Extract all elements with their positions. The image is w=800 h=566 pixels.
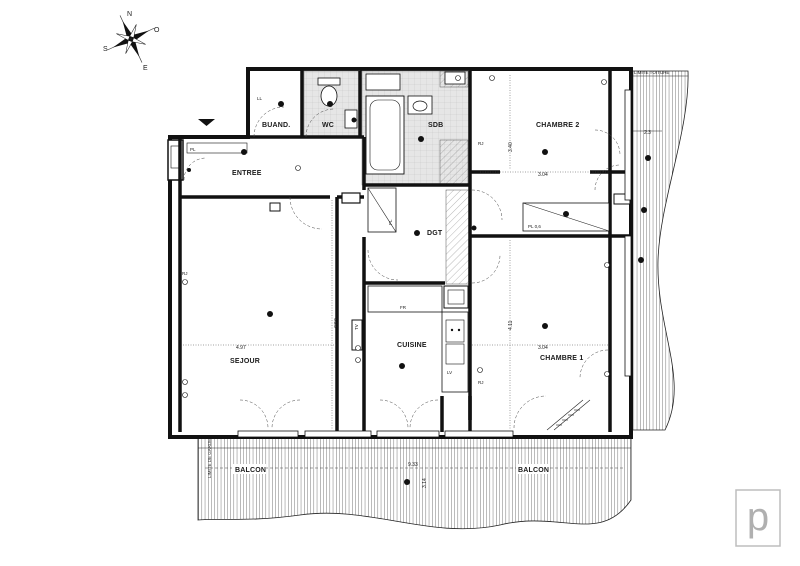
roof-limit-label: LIMITE TOITURE [634, 70, 669, 75]
placard-dgt-label: PL [388, 219, 393, 225]
balcony-width-dim: 9.33 [408, 462, 418, 468]
compass-west: O [154, 27, 160, 34]
electrical-sockets [182, 75, 610, 398]
placard-entree-label: PL [190, 147, 196, 152]
sejour-height-dim: 6.23 [332, 318, 338, 328]
balcony-left-label: BALCON [235, 467, 266, 474]
room-cuisine: CUISINE [397, 342, 427, 349]
duct-sdb [439, 139, 469, 186]
tv-label: TV [354, 324, 359, 330]
apartment-outline [168, 67, 633, 439]
kitchen-counter [367, 285, 469, 393]
placard-chambre2-label: PL 0,6 [528, 224, 541, 229]
room-wc: WC [322, 122, 334, 129]
light-points [187, 101, 651, 369]
compass-south: S [103, 46, 108, 53]
guardrail-limit-label: LIMITE DE GARDE CORPS [207, 421, 212, 478]
chambre1-height-dim: 4.11 [508, 320, 514, 330]
washbasin-icon [407, 95, 433, 115]
wc-handbasin [344, 109, 358, 129]
kitchen-fridge-label: FR [400, 305, 407, 310]
room-dgt: DGT [427, 230, 443, 237]
facade-windows [237, 89, 632, 438]
kitchen-lv-label: LV [447, 370, 452, 375]
compass-rose-icon [107, 15, 155, 63]
terrace-width-dim: 2.3 [644, 130, 651, 136]
ll-label: LL [257, 96, 263, 101]
chambre2-height-dim: 3.40 [508, 142, 514, 152]
balcony-right-label: BALCON [518, 467, 549, 474]
room-sejour: SEJOUR [230, 358, 260, 365]
room-entree: ENTREE [232, 170, 262, 177]
rj-sejour-label: RJ [182, 271, 188, 276]
brand-logo: p [735, 489, 781, 547]
chambre1-width-dim: 3.04 [538, 345, 548, 351]
rj-chambre2-label: RJ [478, 141, 484, 146]
toilet-icon [317, 77, 341, 107]
duct-dgt [445, 189, 471, 285]
room-chambre-1: CHAMBRE 1 [540, 355, 583, 362]
room-chambre-2: CHAMBRE 2 [536, 122, 579, 129]
entrance-arrow-icon [198, 119, 215, 126]
sdb-cabinet [444, 71, 466, 85]
balcony [197, 437, 632, 530]
bathtub-icon [365, 95, 405, 175]
balcony-depth-dim: 3.14 [422, 478, 428, 488]
rj-chambre1-label: RJ [478, 380, 484, 385]
sdb-towel-rack [365, 73, 401, 91]
chambre2-width-dim: 3.04 [538, 172, 548, 178]
terrace-right [630, 70, 689, 431]
room-sdb: SDB [428, 122, 443, 129]
room-buanderie: BUAND. [262, 122, 290, 129]
sejour-width-dim: 4.97 [236, 345, 246, 351]
compass-east: E [143, 65, 148, 72]
compass-north: N [127, 11, 132, 18]
door-swings [183, 106, 621, 429]
interior-walls [178, 69, 631, 432]
brand-logo-letter: p [747, 495, 769, 539]
balcony-ladder [546, 399, 591, 431]
